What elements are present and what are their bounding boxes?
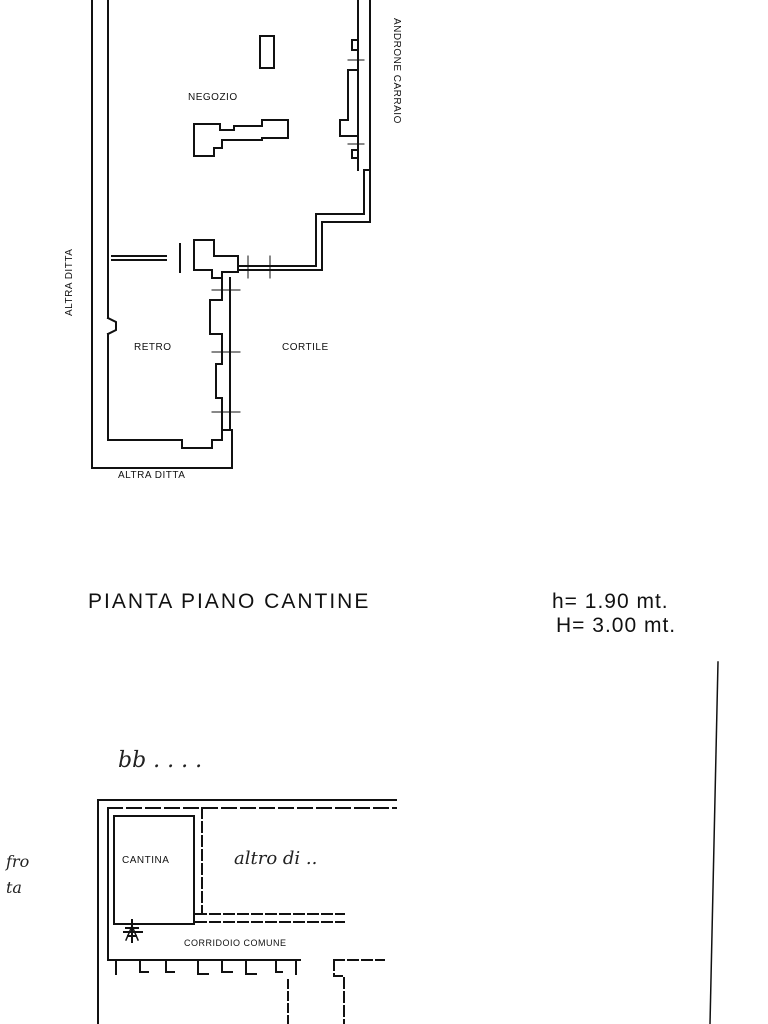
handwritten-note-top: bb . . . . <box>118 748 203 773</box>
neighbor-label-left: ALTRA DITTA <box>64 248 75 316</box>
handwritten-note-side-2: ta <box>6 878 22 897</box>
height-low-label: h= 1.90 mt. <box>552 590 669 613</box>
neighbor-label-bottom: ALTRA DITTA <box>118 470 186 481</box>
room-label-retro: RETRO <box>134 342 172 353</box>
room-label-androne-carraio: ANDRONE CARRAIO <box>391 18 402 124</box>
ground-floor-walls <box>91 0 371 469</box>
room-label-cantina: CANTINA <box>122 855 170 866</box>
handwritten-note-side-1: fro <box>6 852 30 871</box>
room-label-cortile: CORTILE <box>282 342 329 353</box>
room-label-corridoio-comune: CORRIDOIO COMUNE <box>184 938 287 948</box>
height-high-label: H= 3.00 mt. <box>556 614 677 637</box>
basement-plan-title: PIANTA PIANO CANTINE <box>88 590 371 613</box>
handwritten-note-room: altro di .. <box>234 848 318 869</box>
basement-walls <box>97 661 719 1024</box>
room-label-negozio: NEGOZIO <box>188 92 238 103</box>
